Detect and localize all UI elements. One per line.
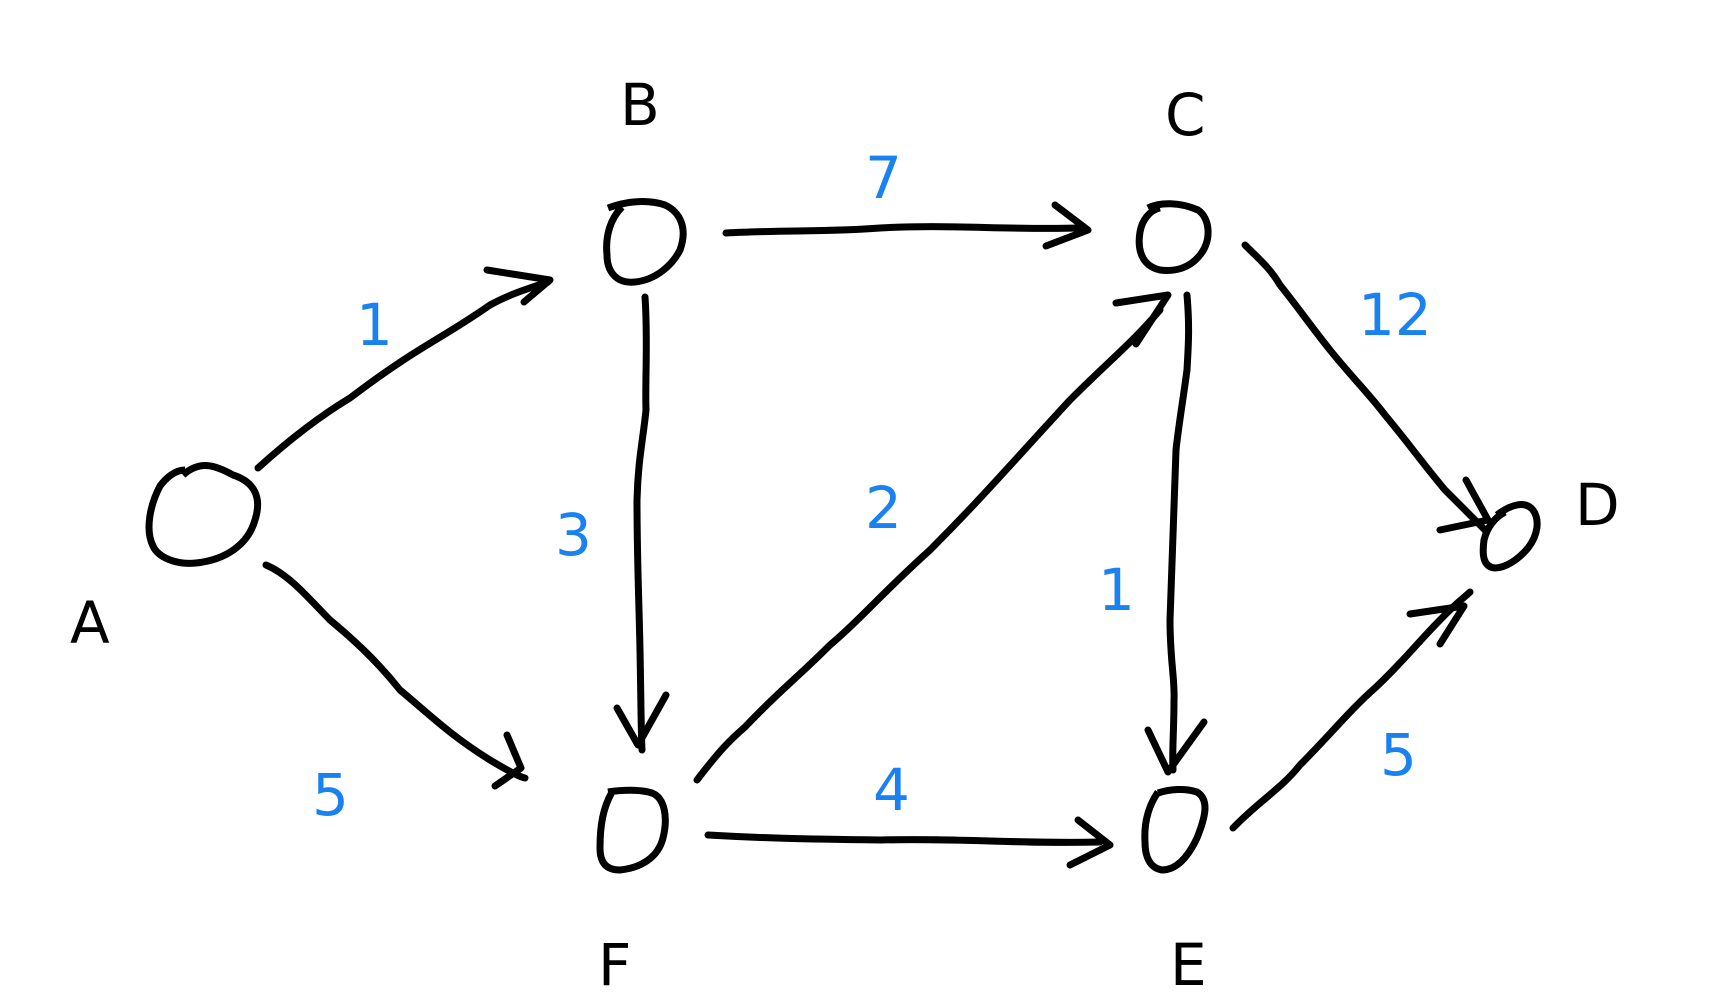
node-d-circle	[1479, 501, 1541, 572]
edge-f-c-line	[693, 306, 1164, 784]
node-e-circle	[1141, 786, 1209, 874]
edge-c-d-line	[1241, 241, 1489, 534]
node-label-a: A	[70, 589, 110, 657]
weight-label-e-d: 5	[1380, 721, 1417, 789]
edge-a-b-arrowhead	[483, 266, 554, 306]
edge-e-d-arrowhead	[1406, 602, 1468, 648]
edge-b-f	[613, 293, 670, 754]
edge-e-d	[1229, 588, 1474, 832]
nodes	[145, 198, 1541, 874]
weight-label-b-f: 3	[555, 501, 592, 569]
weight-label-c-e: 1	[1098, 556, 1135, 624]
node-c-circle	[1135, 200, 1212, 274]
edge-f-e	[704, 816, 1114, 869]
edge-b-f-line	[633, 293, 650, 754]
edges	[254, 201, 1492, 869]
edge-a-b-line	[254, 278, 552, 472]
weight-label-b-c: 7	[865, 144, 902, 212]
weight-label-f-e: 4	[873, 756, 910, 824]
node-label-d: D	[1575, 471, 1620, 539]
edge-a-b	[254, 266, 554, 472]
node-f-circle	[596, 786, 669, 874]
node-label-b: B	[620, 71, 660, 139]
edge-c-e-line	[1166, 291, 1193, 774]
edge-a-f-arrowhead	[491, 731, 525, 790]
edge-c-e-arrowhead	[1144, 718, 1208, 776]
edge-f-c-arrowhead	[1112, 291, 1172, 348]
edge-f-e-line	[704, 831, 1104, 846]
node-label-f: F	[598, 931, 631, 999]
edge-b-c-arrowhead	[1042, 201, 1092, 250]
weight-label-c-d: 12	[1358, 281, 1432, 349]
weight-label-a-f: 5	[312, 761, 349, 829]
node-a-circle	[145, 462, 262, 567]
edge-f-e-arrowhead	[1066, 816, 1114, 869]
node-b-circle	[603, 198, 687, 286]
weight-label-a-b: 1	[356, 291, 393, 359]
edge-b-c-line	[722, 223, 1084, 237]
node-label-c: C	[1165, 81, 1206, 149]
edge-c-e	[1144, 291, 1208, 776]
edge-a-f-line	[262, 561, 529, 782]
edge-c-d-arrowhead	[1436, 476, 1492, 534]
weight-labels: 1 5 7 3 2 4 1 12 5	[312, 144, 1432, 829]
edge-b-f-arrowhead	[613, 691, 670, 749]
node-label-e: E	[1170, 931, 1207, 999]
edge-b-c	[722, 201, 1092, 250]
edge-a-f	[262, 561, 529, 790]
edge-e-d-line	[1229, 588, 1474, 832]
edge-f-c	[693, 291, 1172, 784]
node-labels: A B C D E F	[70, 71, 1620, 999]
edge-c-d	[1241, 241, 1492, 534]
weight-label-f-c: 2	[865, 474, 902, 542]
